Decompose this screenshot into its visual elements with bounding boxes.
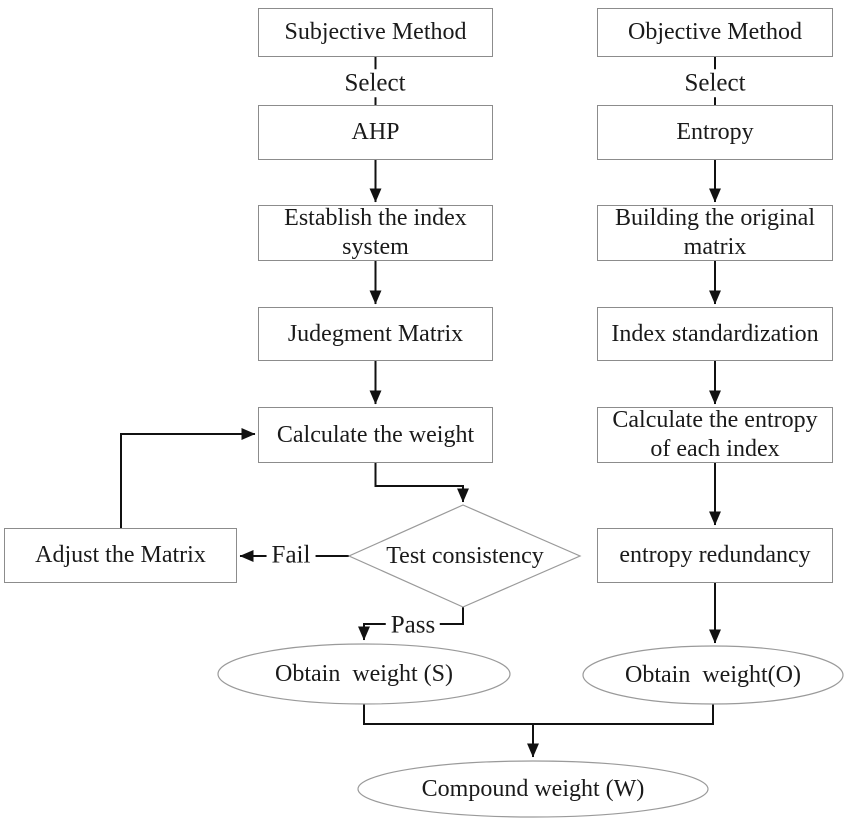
- node-obtain-weight-s: Obtain weight (S): [275, 660, 453, 687]
- node-test-consistency: Test consistency: [386, 542, 544, 569]
- label-pass: Pass: [385, 611, 441, 639]
- edge-calcweight-to-diamond: [374, 463, 469, 503]
- node-entropy: Entropy: [597, 105, 833, 160]
- compound-weight-ellipse: [357, 760, 709, 818]
- node-judgment-matrix: Judegment Matrix: [258, 307, 493, 361]
- node-obtain-weight-o: Obtain weight(O): [625, 661, 801, 688]
- test-consistency-diamond: [347, 504, 582, 608]
- label-fail: Fail: [266, 541, 316, 569]
- node-adjust-matrix: Adjust the Matrix: [4, 528, 237, 583]
- obtain-weight-s-ellipse: [217, 643, 511, 705]
- obtain-weight-o-ellipse: [582, 645, 844, 705]
- label-select-right: Select: [679, 69, 751, 97]
- node-building-matrix: Building the original matrix: [597, 205, 833, 261]
- node-objective-method: Objective Method: [597, 8, 833, 57]
- node-calculate-entropy: Calculate the entropy of each index: [597, 407, 833, 463]
- node-subjective-method: Subjective Method: [258, 8, 493, 57]
- edge-convergence-bar: [363, 704, 714, 725]
- node-compound-weight: Compound weight (W): [421, 775, 645, 802]
- node-establish-index: Establish the index system: [258, 205, 493, 261]
- node-entropy-redundancy: entropy redundancy: [597, 528, 833, 583]
- edge-adjust-loop-to-calcweight: [120, 428, 256, 528]
- node-calculate-weight: Calculate the weight: [258, 407, 493, 463]
- node-ahp: AHP: [258, 105, 493, 160]
- node-index-standardization: Index standardization: [597, 307, 833, 361]
- label-select-left: Select: [339, 69, 411, 97]
